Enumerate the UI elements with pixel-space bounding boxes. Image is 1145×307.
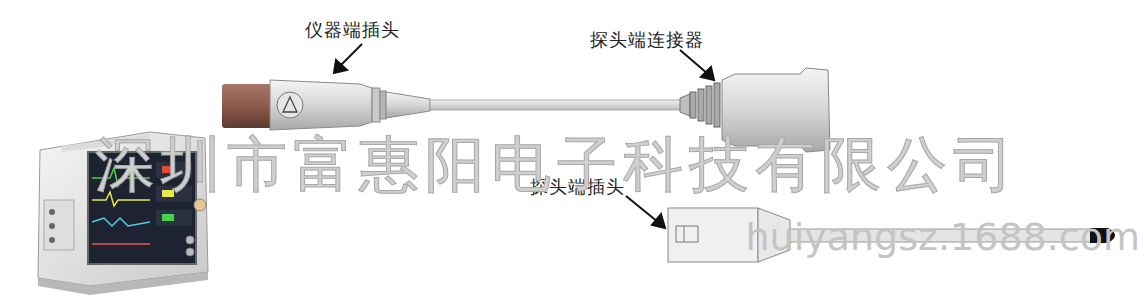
part-label: 仪器端插头 — [305, 18, 400, 42]
instrument-plug — [222, 80, 430, 130]
part-label: 探头端连接器 — [590, 28, 704, 52]
watermark: 深圳市富惠阳电子科技有限公司 — [95, 134, 1019, 194]
watermark: huiyangsz.1688.com — [746, 218, 1140, 256]
cable — [430, 100, 682, 110]
